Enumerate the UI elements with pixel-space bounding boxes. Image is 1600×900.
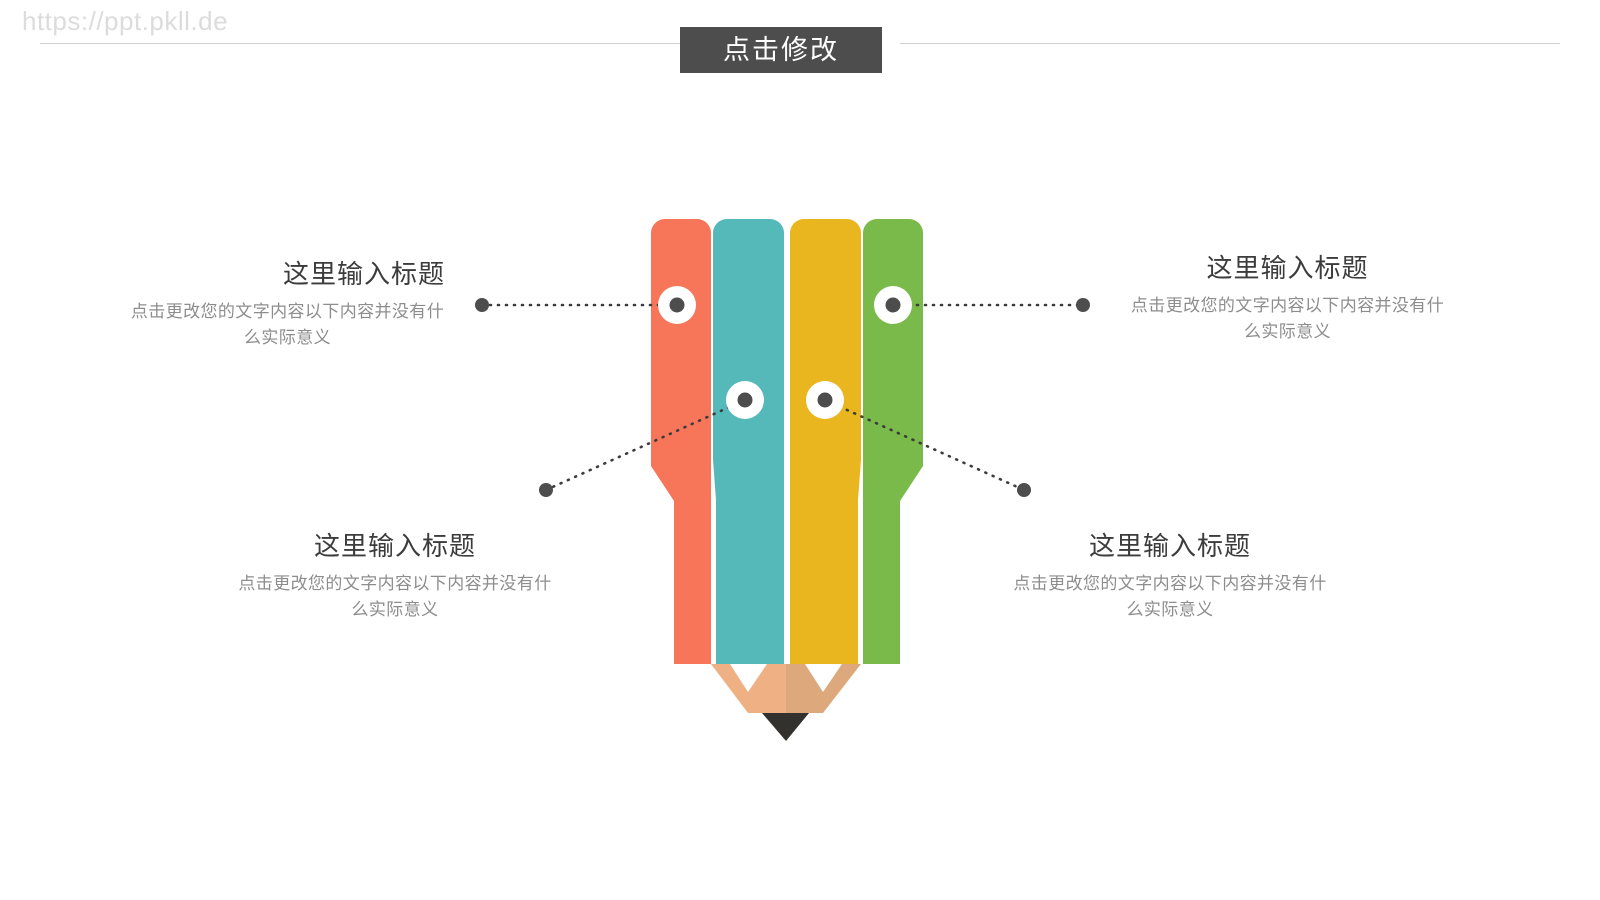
page-title: 点击修改	[680, 27, 882, 73]
marker-green[interactable]	[874, 286, 912, 324]
callout-body: 点击更改您的文字内容以下内容并没有什么实际意义	[238, 573, 552, 619]
pencil-strip-yellow	[790, 219, 861, 664]
callout-top-left: 这里输入标题 点击更改您的文字内容以下内容并没有什么实际意义	[130, 258, 445, 351]
callout-body: 点击更改您的文字内容以下内容并没有什么实际意义	[1130, 295, 1445, 341]
connector-endpoint-bottom-left	[539, 483, 553, 497]
marker-orange[interactable]	[658, 286, 696, 324]
connector-line-bottom-right	[823, 398, 1026, 492]
callout-title: 这里输入标题	[313, 531, 476, 561]
site-watermark: https://ppt.pkll.de	[22, 6, 229, 36]
callout-top-right: 这里输入标题 点击更改您的文字内容以下内容并没有什么实际意义	[1130, 252, 1445, 345]
pencil-tip-wood-right	[786, 664, 861, 713]
connector-endpoint-bottom-right	[1017, 483, 1031, 497]
header-rule-left	[40, 43, 680, 44]
callout-bottom-right: 这里输入标题 点击更改您的文字内容以下内容并没有什么实际意义	[1010, 530, 1330, 623]
callout-body: 点击更改您的文字内容以下内容并没有什么实际意义	[130, 301, 445, 347]
marker-teal[interactable]	[726, 381, 764, 419]
pencil-strip-orange	[651, 219, 711, 664]
pencil-tip-notch-left	[730, 664, 767, 692]
callout-title: 这里输入标题	[282, 259, 445, 289]
callout-bottom-left: 这里输入标题 点击更改您的文字内容以下内容并没有什么实际意义	[235, 530, 555, 623]
marker-yellow[interactable]	[806, 381, 844, 419]
callout-title: 这里输入标题	[1088, 531, 1251, 561]
pencil-tip-wood-left-body	[711, 664, 786, 713]
pencil-strip-teal	[713, 219, 784, 664]
pencil-tip-wood-left	[711, 664, 786, 713]
callout-title: 这里输入标题	[1206, 253, 1369, 283]
connector-endpoint-top-right	[1076, 298, 1090, 312]
pencil-tip-notch-right	[805, 664, 842, 692]
callout-body: 点击更改您的文字内容以下内容并没有什么实际意义	[1013, 573, 1327, 619]
connector-line-bottom-left	[544, 398, 747, 492]
header-rule-right	[900, 43, 1560, 44]
pencil-strip-green	[863, 219, 923, 664]
pencil-graphite-tip	[762, 713, 809, 741]
connector-endpoint-top-left	[475, 298, 489, 312]
